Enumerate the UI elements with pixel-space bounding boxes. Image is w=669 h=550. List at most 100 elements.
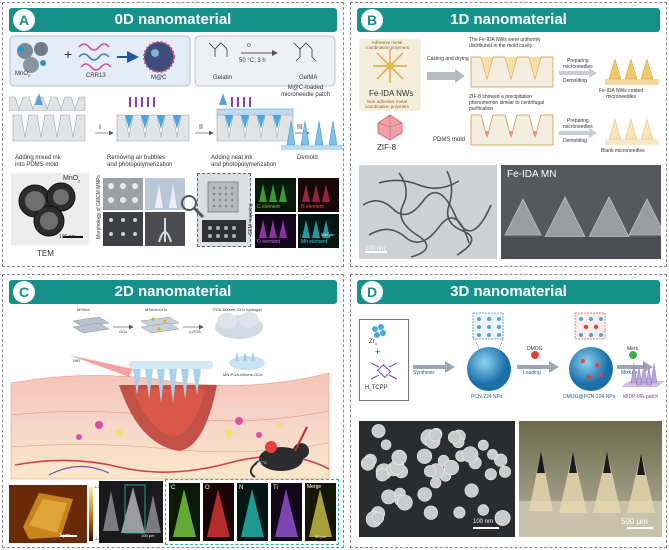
dmog-pcn224-label: DMOG@PCN-224 NPs [563,394,616,400]
blank-microneedles-icon [605,118,659,145]
sem-particle [371,424,386,438]
synthesis-label: Synthesis [413,370,435,376]
midp-patch-label: MIDP MN patch [623,394,659,400]
sem-particle [487,449,498,460]
fe-ida-mn-sem-image [501,165,661,259]
mers-label: Mers [627,346,639,352]
magnifier-icon [181,195,205,219]
eds-scale-label: 50 μm [315,534,327,539]
midp-mn-photo [519,421,662,537]
gelma-label: GelMA [299,75,318,81]
casting-arrow-icon [427,69,465,83]
sem-mn-element-label: Mn element [301,239,328,245]
eds-n-label: N [239,485,244,491]
sem-particle [360,456,376,471]
eds-map-o [203,483,234,541]
midp-mn-patch-icon [621,362,665,387]
non-adhesive-polymer-label: Non-adhesive metal coordination polymers [365,99,410,110]
sem-particle [396,494,413,511]
svg-text:O: O [247,43,251,49]
sem-particle [464,483,479,498]
sem-particle [375,468,389,482]
mn-sem-image [99,481,163,543]
mno2-particles-icon [17,42,48,73]
panel-a-synthesis-scheme: + O [9,35,336,111]
sem-particle [453,506,466,519]
step1-label: Adding mixed ink into PDMS mold [15,155,61,168]
sem-particle [429,428,442,442]
sem-particle [461,446,479,463]
sem-mapping-grid [255,178,339,248]
morphology-grid [103,178,185,246]
sem-particle [499,465,512,478]
panel-c-letter: C [13,281,35,303]
sem-particle [416,448,433,464]
mn-sem-scale-label: 100 μm [141,533,155,538]
afm-image [9,485,87,543]
panel-a-fabrication-scheme: I II III [12,93,343,150]
mold-step1-icon [9,96,86,111]
pcn224-label: PCN-224 NPs [471,394,503,400]
eds-map-ti [271,483,302,541]
pdms-mold-label: PDMS mold [433,137,466,143]
tem-caption: TEM [37,249,54,258]
panel-d-letter: D [361,281,383,303]
sem-particle [477,439,489,451]
eds-c-label: C [171,485,176,491]
panel-b-letter: B [361,9,383,31]
sem-scale-bar-label: 500 μm [321,232,335,237]
panel-a-letter: A [13,9,35,31]
sem-o-element-label: O element [257,239,281,245]
coated-microneedles-label: Fe-IDA NWs coated microneedles [599,88,644,100]
afm-colorbar [89,487,93,541]
gelatin-structure-icon [208,42,317,62]
panel-b-header: B 1D nanomaterial [357,8,660,32]
pcn-sem-particles [360,424,512,528]
mc-label: M@C [151,75,167,81]
sem-particle [372,511,385,524]
note-zif8: ZIF-8 showed a precipitation phenomenon … [469,94,545,112]
sem-particle [430,477,442,489]
svg-text:III: III [297,124,303,131]
skin-wound-scheme [10,355,330,480]
step2-label: Removing air bubbles and photopolymeriza… [107,155,173,168]
reaction-condition-label: 50 °C, 3 h [239,58,266,64]
fe-ida-mn-label: Fe-IDA MN [507,169,557,180]
zr-label: Zr4 [369,339,377,347]
precursor-box [359,319,409,401]
prep2-label: Preparing microneedles [563,118,593,130]
patch-photo [197,173,251,247]
fe-ida-label: Fe-IDA NWs [369,89,414,98]
patch-label: M@C-loaded microneedle patch [281,85,331,98]
adhesive-polymer-label: Adhesive metal coordination polymers [365,40,410,51]
note-fe-ida: The Fe-IDA NWs were uniformly distribute… [469,37,541,49]
process-arrows [559,68,597,138]
demold2-label: Demolding [563,138,587,144]
panel-a-title: 0D nanomaterial [114,11,232,28]
step4-label: Demold [297,155,318,161]
sem-particle [391,449,407,466]
mxene-synthesis-scheme [72,312,263,339]
crr13-peptide-icon [78,43,112,71]
mixture-label: Mixture [621,370,638,376]
mn-patch-icon [229,351,265,370]
sem-n-element-label: N element [301,204,324,210]
hydrogel-cloud-icon [215,312,263,339]
eds-o-label: O [205,485,210,491]
mn-photo-scale-label: 500 μm [621,517,648,526]
sem-particle [494,453,508,467]
sem-particle [443,459,459,476]
sem-mapping-label: SEM mapping [248,203,254,235]
dmog-label: DMOG [527,346,543,352]
step3-label: Adding neat ink and photopolymerization [211,155,277,168]
sem-particle [381,489,396,505]
sem-particle [423,465,437,478]
nir-label: NIR [73,358,80,363]
tem-image [11,173,89,245]
sem-particle [494,510,511,526]
mn-pga-label: MN-PGA-MXene-GOx [223,372,263,377]
pcn-sem-scale-label: 100 nm [473,519,494,525]
coated-microneedles-icon [605,58,659,85]
eds-map-merge [305,483,336,541]
sem-particle [484,468,497,481]
